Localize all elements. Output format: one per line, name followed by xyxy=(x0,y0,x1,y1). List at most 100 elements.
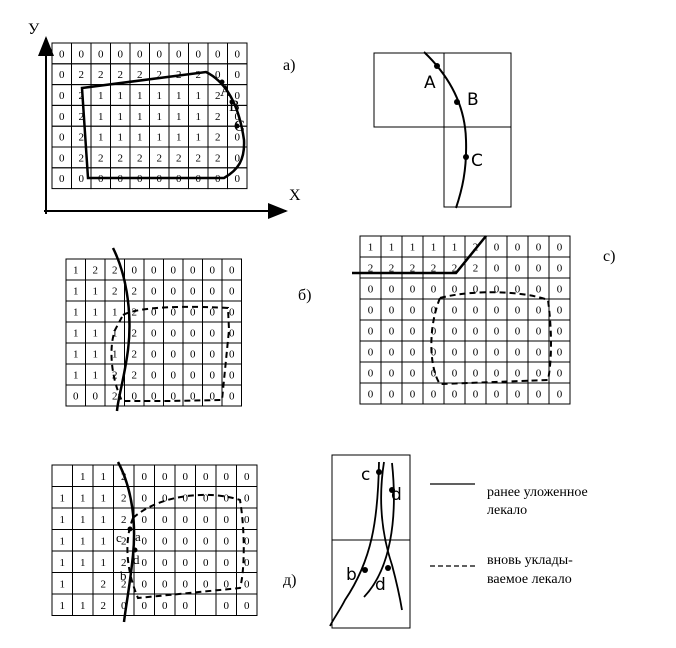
grid-cell-value: 1 xyxy=(80,514,86,526)
legend-dashed-line1: вновь уклады- xyxy=(487,553,573,568)
grid-cell-value: 0 xyxy=(176,48,182,60)
grid-cell-value: 2 xyxy=(132,286,138,298)
grid-cell-value: 0 xyxy=(118,48,124,60)
grid-cell-value: 2 xyxy=(137,152,143,164)
grid-cell-value: 0 xyxy=(557,347,563,359)
grid-cell-value: 0 xyxy=(59,132,65,144)
detail-point-b-label: b xyxy=(346,565,357,585)
grid-cell-value: 1 xyxy=(80,557,86,569)
grid-cell-value: 1 xyxy=(389,242,395,254)
grid-cell-value: 0 xyxy=(183,514,189,526)
grid-cell-value: 2 xyxy=(389,263,395,275)
grid-cell-value: 2 xyxy=(118,69,124,81)
grid-cell-value: 0 xyxy=(190,286,196,298)
grid-cell-value: 0 xyxy=(79,48,85,60)
grid-cell-value: 1 xyxy=(118,111,124,123)
grid-cell-value: 2 xyxy=(452,263,458,275)
grid-cell-value: 1 xyxy=(118,132,124,144)
grid-cell-value: 2 xyxy=(196,69,202,81)
grid-cell-value: 0 xyxy=(515,263,521,275)
detail-curve-solid-1 xyxy=(329,461,380,627)
grid-cell-value: 0 xyxy=(171,286,177,298)
grid-cell-value: 1 xyxy=(60,557,66,569)
grid-cell-value: 0 xyxy=(190,391,196,403)
grid-cell-value: 0 xyxy=(368,284,374,296)
grid-cell-value: 1 xyxy=(93,328,99,340)
grid-cell-value: 0 xyxy=(142,492,148,504)
grid-cell-value: 0 xyxy=(536,326,542,338)
grid-cell-value: 0 xyxy=(452,347,458,359)
grid-cell-value: 0 xyxy=(389,326,395,338)
detail-point-c-label: C xyxy=(471,151,483,171)
panel-a-label: а) xyxy=(283,57,295,74)
grid-cell-value: 0 xyxy=(203,514,209,526)
grid-cell-value: 2 xyxy=(157,152,163,164)
grid-cell-value: 0 xyxy=(203,578,209,590)
grid-cell-value: 0 xyxy=(162,514,168,526)
grid-cell-value: 1 xyxy=(196,132,202,144)
grid-cell-value: 1 xyxy=(60,578,66,590)
grid-cell xyxy=(236,593,258,616)
grid-cell-value: 0 xyxy=(190,328,196,340)
point-d-dot-d xyxy=(132,547,138,553)
grid-cell-value: 0 xyxy=(224,492,230,504)
grid-cell-value: 0 xyxy=(142,557,148,569)
detail-bottom-cell-bottom xyxy=(331,539,411,629)
grid-cell-value: 0 xyxy=(59,48,65,60)
grid-cell-value: 0 xyxy=(244,578,250,590)
grid-cell-value: 1 xyxy=(101,535,107,547)
grid-cell-value: 0 xyxy=(410,284,416,296)
point-a-dot xyxy=(219,79,225,85)
grid-cell-value: 0 xyxy=(235,69,241,81)
grid-cell-value: 1 xyxy=(60,535,66,547)
grid-cell-value: 1 xyxy=(80,600,86,612)
grid-cell-value: 0 xyxy=(59,173,65,185)
grid-cell-value: 0 xyxy=(431,347,437,359)
grid-cell-value: 0 xyxy=(244,514,250,526)
grid-cell-value: 1 xyxy=(101,514,107,526)
grid-cell-value: 1 xyxy=(80,471,86,483)
grid-cell-value: 2 xyxy=(431,263,437,275)
grid-cell-value: 0 xyxy=(515,242,521,254)
grid-cell-value: 2 xyxy=(132,307,138,319)
grid-cell-value: 0 xyxy=(210,328,216,340)
grid-cell-value: 0 xyxy=(452,305,458,317)
grid-cell-value: 2 xyxy=(121,492,127,504)
grid-cell-value: 0 xyxy=(515,305,521,317)
grid-cell-value: 0 xyxy=(196,48,202,60)
grid-cell-value: 0 xyxy=(410,368,416,380)
legend-solid-line1: ранее уложенное xyxy=(487,485,588,500)
grid-cell-value: 1 xyxy=(101,557,107,569)
grid-cell-value: 0 xyxy=(244,471,250,483)
grid-cell-value: 0 xyxy=(210,370,216,382)
grid-cell-value: 0 xyxy=(536,242,542,254)
new-pattern-c xyxy=(430,291,552,386)
grid-cell-value: 2 xyxy=(132,349,138,361)
grid-cell-value: 0 xyxy=(59,111,65,123)
grid-cell-value: 1 xyxy=(73,370,79,382)
grid-cell-value: 0 xyxy=(210,391,216,403)
grid-cell-value: 1 xyxy=(176,90,182,102)
grid-cell-value: 0 xyxy=(229,286,235,298)
grid-cell-value: 2 xyxy=(176,152,182,164)
grid-cell-value: 1 xyxy=(431,242,437,254)
grid-cell-value: 2 xyxy=(112,370,118,382)
grid-cell-value: 0 xyxy=(210,286,216,298)
grid-cell-value: 0 xyxy=(151,391,157,403)
grid-cell-value: 0 xyxy=(410,305,416,317)
grid-cell-value: 1 xyxy=(98,111,104,123)
grid-cell-value: 1 xyxy=(157,132,163,144)
grid-cell xyxy=(548,382,571,405)
grid-cell-value: 1 xyxy=(93,286,99,298)
grid-cell-value: 0 xyxy=(473,368,479,380)
grid-cell-value: 0 xyxy=(235,48,241,60)
point-d-label-d: d xyxy=(133,552,140,567)
grid-cell-value: 0 xyxy=(235,90,241,102)
grid-cell-value: 0 xyxy=(536,389,542,401)
grid-cell-value: 0 xyxy=(229,349,235,361)
grid-cell-value: 2 xyxy=(121,514,127,526)
grid-cell-value: 0 xyxy=(210,307,216,319)
point-b-label: B xyxy=(229,98,240,115)
